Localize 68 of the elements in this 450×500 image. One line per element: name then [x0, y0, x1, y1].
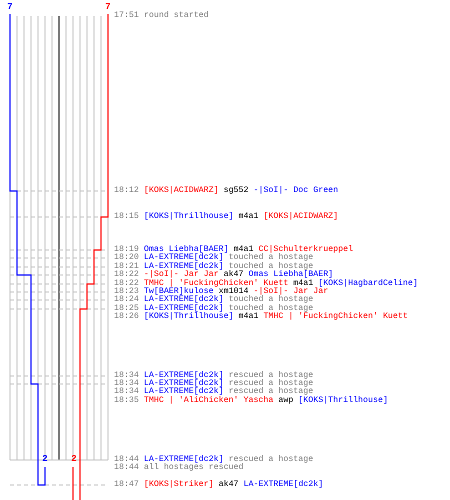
log-time: 18:34 [114, 388, 139, 396]
player-name: [KOKS|Thrillhouse] [298, 397, 388, 406]
count-label: 7 [105, 3, 111, 12]
weapon-name: m4a1 [238, 213, 258, 222]
log-time: 18:26 [114, 313, 139, 322]
log-time: 18:23 [114, 288, 139, 296]
player-name: [KOKS|Thrillhouse] [144, 213, 234, 222]
player-name: LA-EXTREME[dc2k] [144, 305, 224, 313]
event-text: rescued a hostage [228, 456, 314, 464]
log-time: 18:19 [114, 246, 139, 254]
log-time: 18:34 [114, 380, 139, 388]
player-name: LA-EXTREME[dc2k] [144, 380, 224, 388]
player-name: Tw[BAER]kulose [144, 288, 214, 296]
log-time: 18:12 [114, 187, 139, 196]
player-name: [KOKS|HagbardCeline] [318, 280, 418, 288]
weapon-name: awp [278, 397, 294, 406]
event-text: round started [144, 12, 209, 20]
player-name: LA-EXTREME[dc2k] [144, 296, 224, 304]
event-text: all hostages rescued [144, 464, 244, 472]
weapon-name: ak47 [218, 481, 239, 490]
player-name: LA-EXTREME[dc2k] [144, 263, 224, 271]
player-name: TMHC | 'FuckingChicken' Kuett [263, 313, 408, 322]
player-name: LA-EXTREME[dc2k] [144, 388, 224, 396]
player-name: [KOKS|Thrillhouse] [144, 313, 234, 322]
player-name: TMHC | 'AliChicken' Yascha [144, 397, 274, 406]
player-name: LA-EXTREME[dc2k] [144, 456, 224, 464]
count-label: 2 [71, 455, 77, 464]
player-name: TMHC | 'FuckingChicken' Kuett [144, 280, 288, 288]
event-text: rescued a hostage [228, 380, 314, 388]
event-text: touched a hostage [228, 296, 314, 304]
log-time: 18:44 [114, 464, 139, 472]
player-name: [KOKS|Striker] [144, 481, 214, 490]
player-name: [KOKS|ACIDWARZ] [263, 213, 338, 222]
log-time: 18:20 [114, 254, 139, 262]
log-time: 18:34 [114, 372, 139, 380]
event-text: touched a hostage [228, 263, 314, 271]
weapon-name: ak47 [224, 271, 244, 279]
log-time: 18:22 [114, 271, 139, 280]
player-name: LA-EXTREME[dc2k] [144, 254, 224, 262]
weapon-name: m4a1 [234, 246, 254, 254]
player-name: LA-EXTREME[dc2k] [244, 481, 324, 490]
log-time: 18:35 [114, 397, 139, 406]
weapon-name: m4a1 [238, 313, 258, 322]
count-label: 7 [7, 3, 13, 12]
player-name: Omas Liebha[BAER] [248, 271, 334, 279]
event-text: rescued a hostage [228, 388, 314, 396]
log-time: 18:21 [114, 263, 139, 271]
log-time: 18:44 [114, 456, 139, 464]
log-time: 18:25 [114, 305, 139, 313]
weapon-name: sg552 [224, 187, 248, 196]
log-time: 18:15 [114, 213, 139, 222]
player-name: Omas Liebha[BAER] [144, 246, 229, 254]
log-time: 17:51 [114, 12, 139, 20]
player-name: -|SoI|- Jar Jar [254, 288, 328, 296]
player-name: CC|Schulterkrueppel [258, 246, 354, 254]
event-text: touched a hostage [228, 305, 314, 313]
log-time: 18:24 [114, 296, 139, 304]
count-label: 2 [42, 455, 48, 464]
player-name: -|SoI|- Jar Jar [144, 271, 219, 279]
log-time: 18:47 [114, 481, 139, 490]
log-time: 18:22 [114, 280, 139, 288]
player-name: -|SoI|- Doc Green [254, 187, 338, 196]
event-text: rescued a hostage [228, 372, 314, 380]
player-name: [KOKS|ACIDWARZ] [144, 187, 219, 196]
event-text: touched a hostage [228, 254, 314, 262]
weapon-name: m4a1 [293, 280, 314, 288]
player-name: LA-EXTREME[dc2k] [144, 372, 224, 380]
weapon-name: xm1014 [218, 288, 248, 296]
